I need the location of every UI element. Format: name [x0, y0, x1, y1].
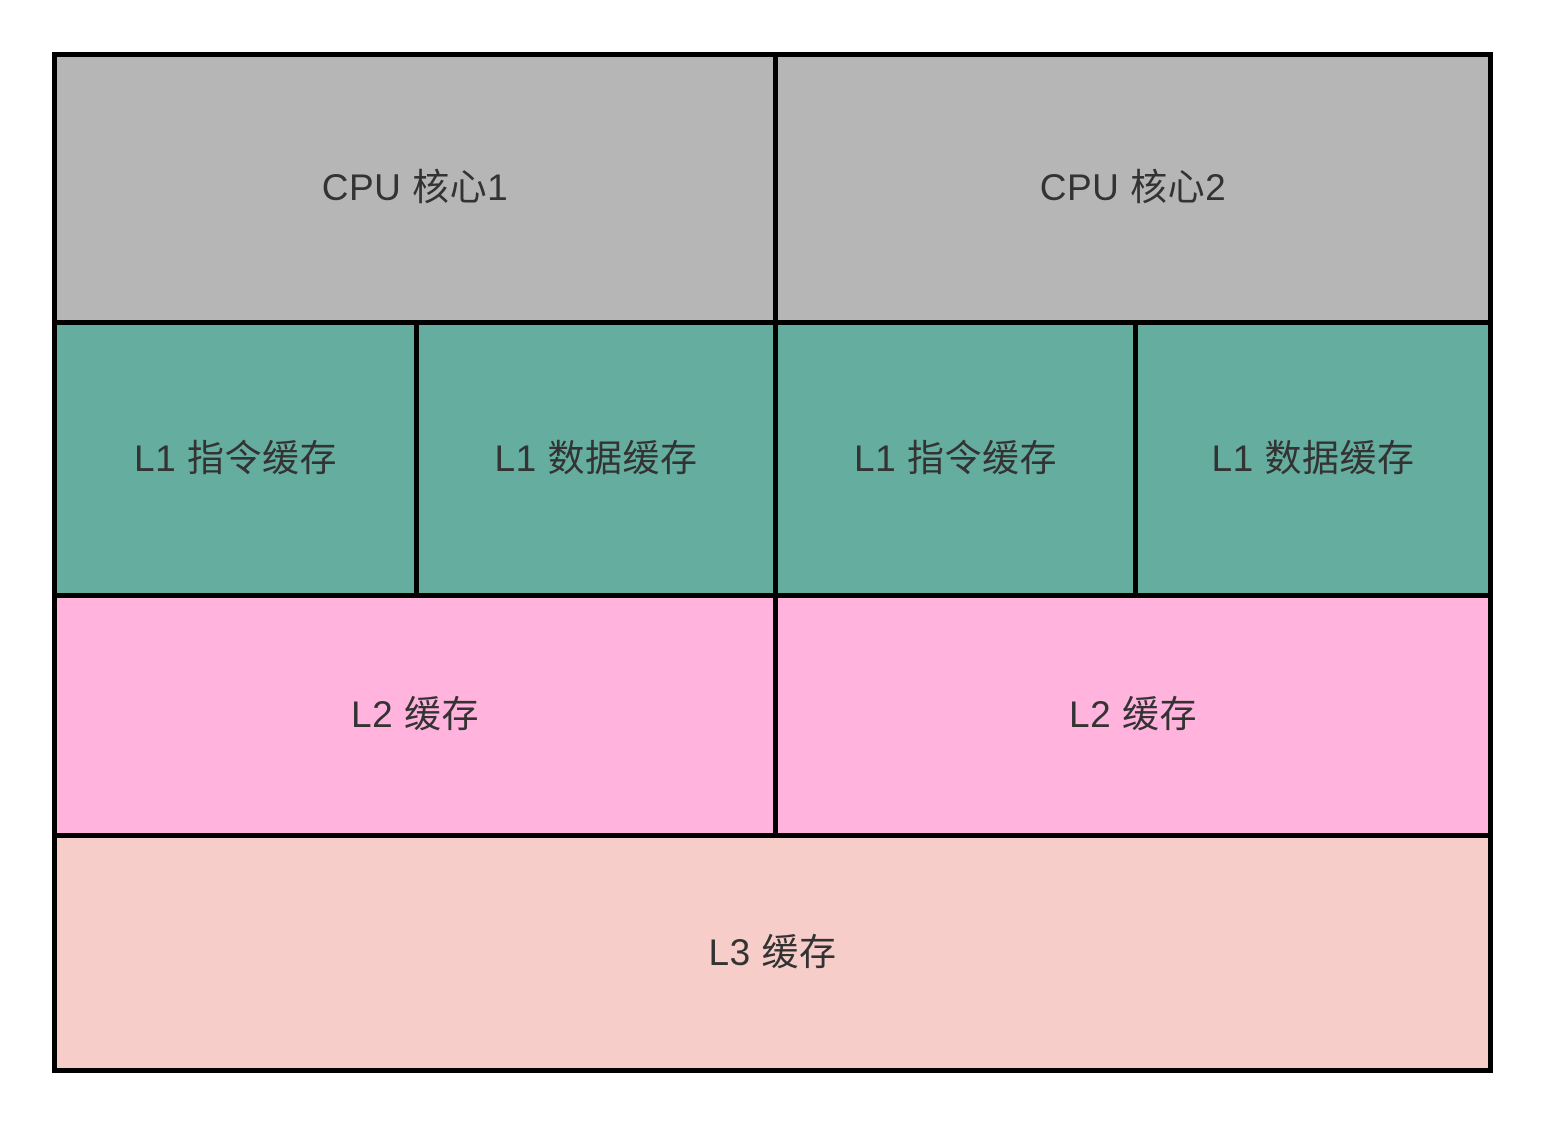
shared-l3-cache-label: L3 缓存: [708, 931, 837, 973]
core1-l1-instruction-cache-block: L1 指令缓存: [57, 325, 419, 598]
cpu-core-2-block: CPU 核心2: [778, 57, 1488, 325]
core1-l1-instruction-cache-label: L1 指令缓存: [134, 437, 337, 479]
cpu-core-1-block: CPU 核心1: [57, 57, 778, 325]
core2-l2-cache-block: L2 缓存: [778, 598, 1488, 838]
shared-l3-cache-block: L3 缓存: [57, 838, 1488, 1068]
core2-l1-instruction-cache-label: L1 指令缓存: [854, 437, 1057, 479]
core2-l1-instruction-cache-block: L1 指令缓存: [778, 325, 1138, 598]
core2-l2-cache-label: L2 缓存: [1069, 694, 1197, 736]
core1-l2-cache-block: L2 缓存: [57, 598, 778, 838]
core2-l1-data-cache-block: L1 数据缓存: [1138, 325, 1488, 598]
cpu-core-1-label: CPU 核心1: [321, 167, 509, 209]
core2-l1-data-cache-label: L1 数据缓存: [1211, 437, 1415, 479]
core1-l2-cache-label: L2 缓存: [351, 694, 479, 736]
core1-l1-data-cache-block: L1 数据缓存: [419, 325, 778, 598]
cpu-cache-hierarchy-diagram: CPU 核心1 CPU 核心2 L1 指令缓存 L1 数据缓存 L1 指令缓存 …: [52, 52, 1493, 1073]
cpu-core-2-label: CPU 核心2: [1039, 167, 1227, 209]
core1-l1-data-cache-label: L1 数据缓存: [494, 437, 698, 479]
